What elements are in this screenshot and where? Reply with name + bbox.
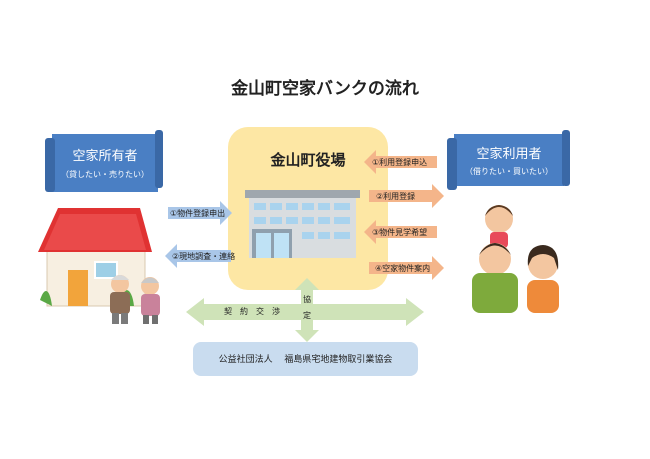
- association-box: [193, 342, 418, 376]
- user-apply-label: ①利用登録申込: [372, 158, 428, 167]
- house-icon: [38, 208, 152, 307]
- building-icon: [245, 190, 360, 258]
- diagram-title: 金山町空家バンクの流れ: [231, 79, 419, 99]
- viewing-request-label: ③物件見学希望: [372, 228, 428, 237]
- property-guide-label: ④空家物件案内: [375, 264, 431, 273]
- user-banner: [447, 130, 570, 190]
- user-banner-title: 空家利用者: [476, 147, 542, 162]
- owner-banner-subtitle: （貸したい・売りたい）: [61, 170, 149, 179]
- family-icon: [472, 205, 559, 313]
- apply-register-label: ①物件登録申出: [170, 209, 226, 218]
- property-guide-arrow: [369, 256, 444, 280]
- site-survey-arrow: [165, 244, 231, 268]
- office-name: 金山町役場: [270, 151, 346, 169]
- user-register-arrow: [369, 184, 444, 208]
- contract-label: 契 約 交 渉: [224, 307, 280, 316]
- user-apply-arrow: [364, 150, 437, 174]
- agreement-label-1: 協: [303, 295, 311, 304]
- viewing-request-arrow: [364, 220, 437, 244]
- owner-banner: [45, 130, 163, 192]
- user-banner-subtitle: （借りたい・買いたい）: [465, 167, 553, 176]
- agreement-arrow: [295, 278, 319, 342]
- elderly-couple-icon: [110, 275, 160, 324]
- apply-register-arrow: [168, 201, 232, 225]
- user-register-label: ②利用登録: [376, 192, 416, 201]
- agreement-label-2: 定: [303, 311, 311, 320]
- site-survey-label: ②現地調査・連絡: [172, 252, 236, 261]
- owner-banner-title: 空家所有者: [72, 149, 138, 164]
- association-name: 公益社団法人 福島県宅地建物取引業協会: [218, 355, 393, 365]
